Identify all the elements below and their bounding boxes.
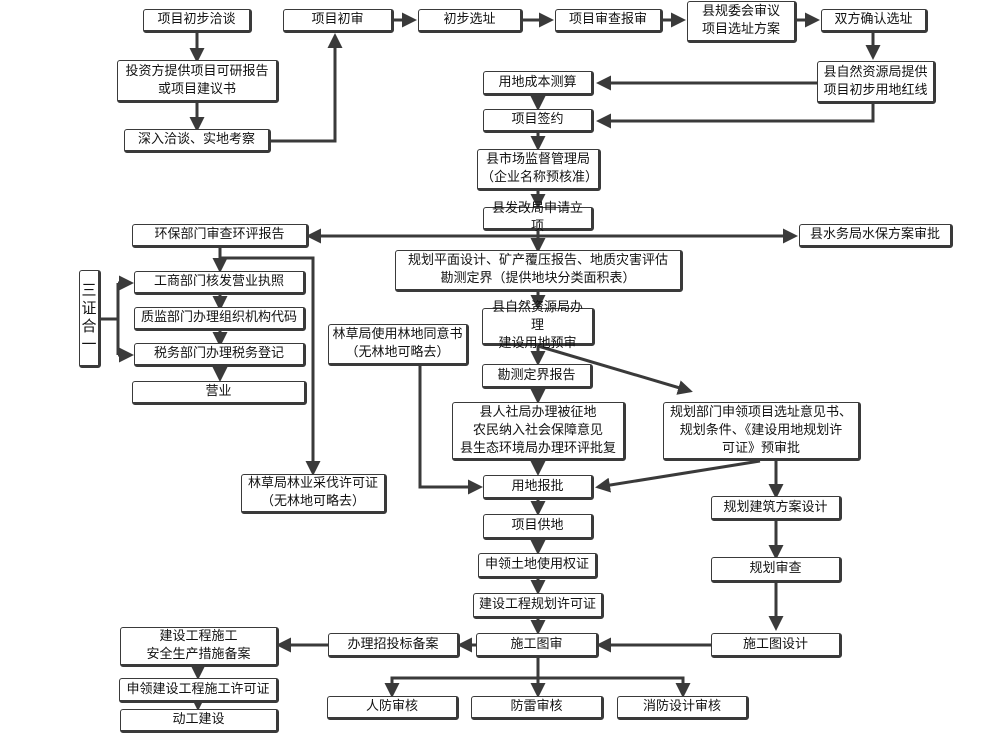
arrow-n09-n11 (596, 104, 875, 129)
n38-construction-permit: 申领建设工程施工许可证 (119, 678, 279, 703)
arrow-n36-n41 (538, 676, 691, 698)
n31-land-use-certificate: 申领土地使用权证 (478, 553, 598, 579)
n09-natural-resources-red-line: 县自然资源局提供 项目初步用地红线 (817, 61, 936, 104)
n28-land-use-application: 用地报批 (483, 475, 594, 500)
n06-project-review-submission: 项目审查报审 (555, 9, 663, 33)
arrow-n23-n26 (537, 344, 693, 395)
n12-market-supervision-name-approval: 县市场监督管理局 （企业名称预核准） (477, 149, 601, 191)
n32-planning-review: 规划审查 (711, 557, 842, 583)
n40-lightning-protection-review: 防雷审核 (471, 696, 604, 720)
n13-development-reform-approval: 县发改局申请立项 (483, 201, 594, 234)
n27-logging-permit: 林草局林业采伐许可证 （无林地可略去） (241, 474, 387, 514)
n41-fire-protection-review: 消防设计审核 (617, 696, 749, 720)
n29-architectural-design: 规划建筑方案设计 (711, 496, 842, 521)
n17-business-license: 工商部门核发营业执照 (134, 271, 306, 295)
n19-tax-registration: 税务部门办理税务登记 (134, 343, 306, 367)
n33-construction-planning-permit: 建设工程规划许可证 (473, 593, 604, 619)
n16-planning-design-geology-survey: 规划平面设计、矿产覆压报告、地质灾害评估 勘测定界（提供地块分类面积表） (395, 250, 683, 292)
arrow-n14-n27 (220, 256, 321, 476)
n08-both-confirm-site: 双方确认选址 (821, 9, 928, 33)
n07-planning-committee-review: 县规委会审议 项目选址方案 (687, 1, 797, 43)
n23-land-pre-review: 县自然资源局办理 建设用地预审 (482, 300, 595, 351)
n18-organization-code: 质监部门办理组织机构代码 (134, 307, 306, 331)
arrow-n03-n04 (270, 33, 343, 143)
n21-three-in-one: 三证合一 (79, 270, 101, 368)
n21-label: 三证合一 (79, 282, 98, 354)
n04-project-preliminary-review: 项目初审 (283, 9, 394, 33)
n39-civil-defense-review: 人防审核 (327, 696, 459, 720)
n01-initial-negotiation: 项目初步洽谈 (143, 9, 252, 33)
n14-eia-report-review: 环保部门审查环评报告 (132, 224, 309, 248)
arrow-n36-n39 (384, 676, 538, 698)
arrow-n26-n28 (595, 459, 761, 493)
n11-project-signing: 项目签约 (483, 109, 594, 133)
n34-construction-safety-filing: 建设工程施工 安全生产措施备案 (120, 627, 279, 667)
n10-land-cost-estimate: 用地成本测算 (483, 71, 594, 96)
n25-social-security-eia-approval: 县人社局办理被征地 农民纳入社会保障意见 县生态环境局办理环评批复 (452, 402, 626, 461)
n02-feasibility-report: 投资方提供项目可研报告 或项目建议书 (117, 60, 279, 103)
n03-site-survey: 深入洽谈、实地考察 (124, 129, 271, 153)
n37-construction-drawing-design: 施工图设计 (711, 633, 842, 658)
n35-bidding-filing: 办理招投标备案 (328, 633, 460, 658)
n26-planning-site-permit: 规划部门申领项目选址意见书、 规划条件、《建设用地规划许 可证》预审批 (663, 402, 861, 461)
arrow-n22-n28 (418, 366, 483, 495)
n36-construction-drawing-review: 施工图审 (476, 633, 599, 658)
n24-survey-boundary-report: 勘测定界报告 (482, 364, 593, 389)
n05-preliminary-site-selection: 初步选址 (418, 9, 523, 33)
n15-water-conservation-approval: 县水务局水保方案审批 (799, 224, 953, 248)
n22-forestland-use-consent: 林草局使用林地同意书 （无林地可略去） (328, 324, 469, 366)
n20-operation: 营业 (132, 381, 307, 405)
n42-start-construction: 动工建设 (120, 709, 279, 733)
n30-project-land-supply: 项目供地 (483, 514, 594, 540)
